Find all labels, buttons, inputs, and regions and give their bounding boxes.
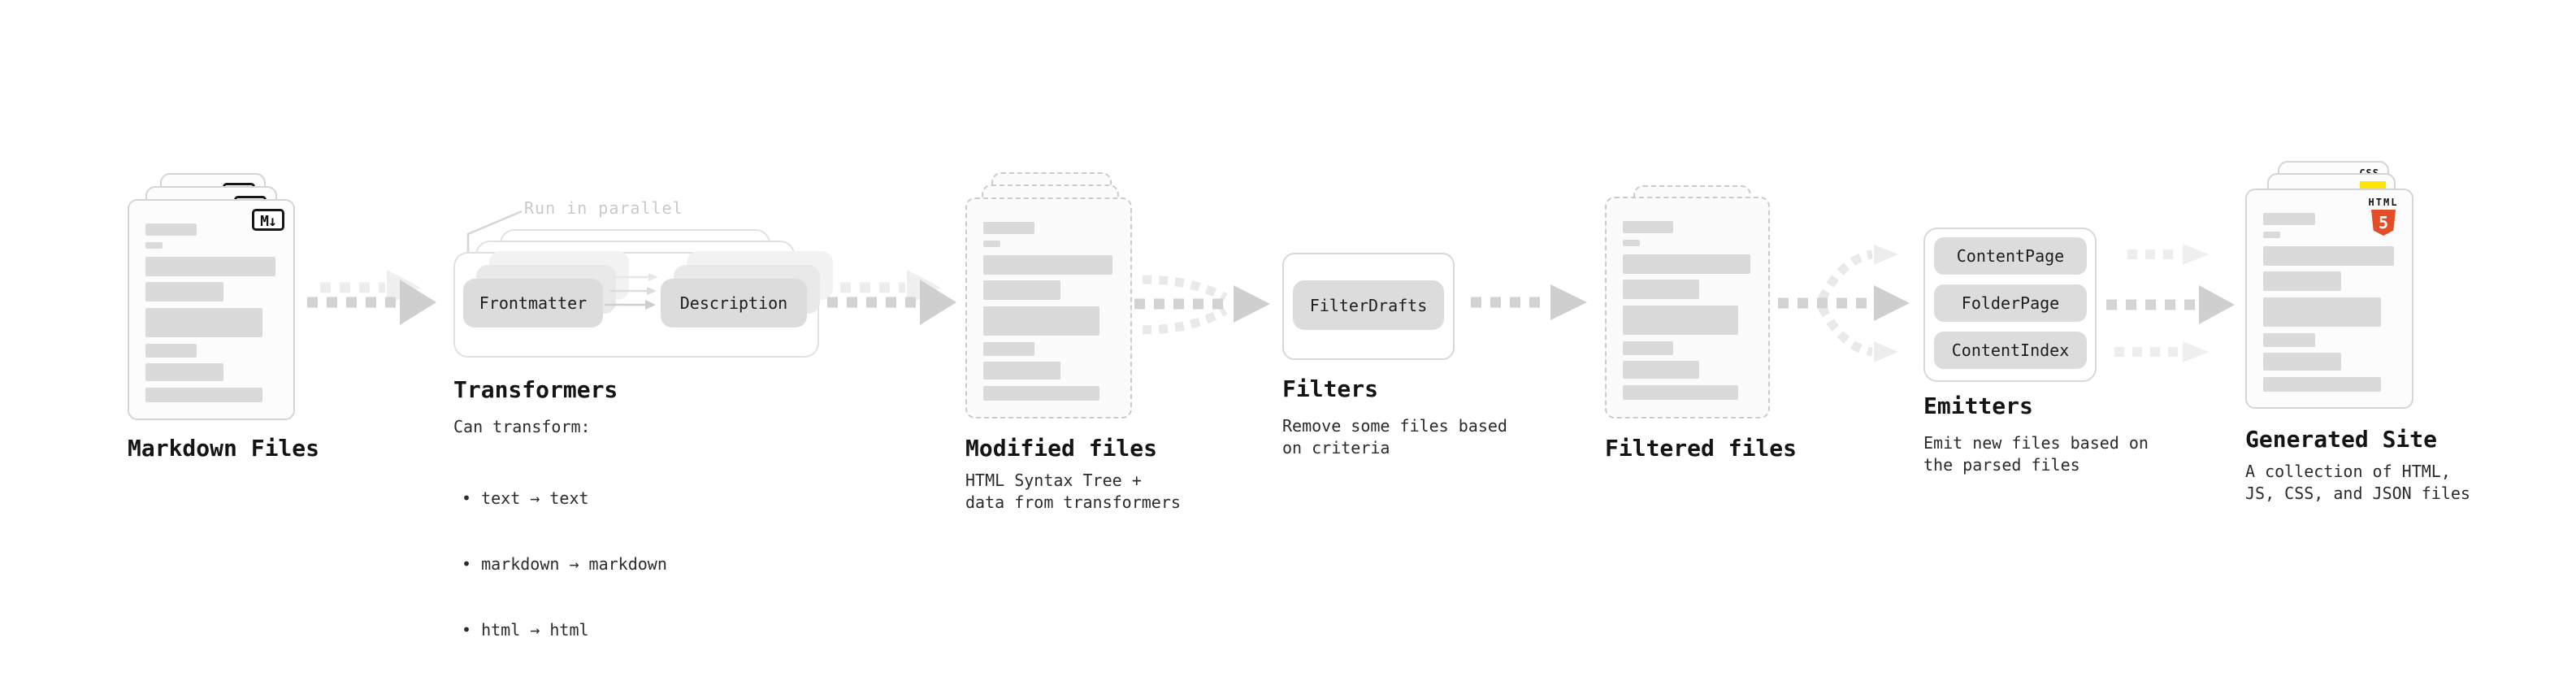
converge-arrow [1134, 275, 1270, 335]
text-line-bar [2263, 333, 2315, 347]
text-line-bar [145, 363, 223, 381]
pill-folderpage: FolderPage [1934, 284, 2087, 322]
bullet-item: • text → text [462, 488, 589, 508]
html5-shield: 5 [2371, 210, 2396, 236]
text-line-bar [983, 342, 1034, 356]
text-line-bar [2263, 232, 2281, 238]
placeholder-text-lines [145, 223, 277, 409]
bullet-item: • html → html [462, 620, 589, 640]
text-line-bar [983, 280, 1060, 300]
document-card: M↓ [128, 199, 295, 420]
text-line-bar [983, 255, 1113, 275]
text-line-bar [2263, 271, 2342, 291]
stage-title: Filtered files [1605, 435, 1798, 462]
transform-bullet-list: • text → text • markdown → markdown • ht… [462, 444, 667, 681]
text-line-bar [145, 223, 197, 236]
document-card [965, 197, 1132, 419]
text-line-bar [1623, 341, 1673, 355]
text-line-bar [983, 241, 1000, 247]
pill-frontmatter: Frontmatter [463, 279, 603, 327]
pill-filterdrafts: FilterDrafts [1293, 280, 1444, 330]
stage-title: Filters [1282, 375, 1379, 402]
text-line-bar [1623, 221, 1673, 233]
placeholder-text-lines [1623, 221, 1752, 406]
text-line-bar [2263, 213, 2315, 225]
placeholder-text-lines [2263, 213, 2396, 398]
text-line-bar [145, 257, 276, 276]
text-line-bar [983, 306, 1100, 336]
bullet-item: • markdown → markdown [462, 554, 667, 574]
text-line-bar [983, 222, 1034, 234]
text-line-bar [145, 388, 263, 402]
filtered-files-stack: Filtered files [1605, 185, 1797, 462]
modified-files-stack: Modified files HTML Syntax Tree + data f… [965, 172, 1181, 512]
run-in-parallel-annotation: Run in parallel [524, 198, 683, 218]
placeholder-text-lines [983, 222, 1114, 407]
flow-arrow-dashed [307, 270, 436, 325]
markdown-icon: M↓ [252, 209, 284, 231]
text-line-bar [145, 308, 263, 337]
text-line-bar [983, 386, 1100, 401]
text-line-bar [983, 362, 1060, 380]
stage-title: Markdown Files [128, 435, 320, 462]
stage-subtitle: Emit new files based on the parsed files [1923, 433, 2149, 475]
text-line-bar [1623, 361, 1699, 379]
text-line-bar [1623, 306, 1738, 335]
stage-subtitle: HTML Syntax Tree + data from transformer… [965, 471, 1181, 512]
pill-description: Description [661, 279, 807, 327]
document-card: HTML 5 [2245, 189, 2413, 409]
text-line-bar [1623, 385, 1738, 400]
html5-wordmark: HTML [2368, 197, 2399, 208]
stage-title: Emitters [1923, 393, 2033, 419]
text-line-bar [2263, 377, 2382, 392]
text-line-bar [145, 242, 163, 249]
text-line-bar [2263, 353, 2342, 371]
text-line-bar [1623, 240, 1640, 246]
stage-title: Modified files [965, 435, 1158, 462]
parallel-arrows [2106, 244, 2235, 362]
filters-box: FilterDrafts Filters Remove some files b… [1282, 253, 1507, 458]
pill-contentindex: ContentIndex [1934, 332, 2087, 369]
text-line-bar [145, 344, 197, 358]
generated-site-stack: CSS HTML 5 Generated Site A collection o… [2245, 161, 2470, 503]
text-line-bar [2263, 246, 2395, 266]
fanout-arrow [1778, 245, 1910, 362]
stage-title: Transformers [453, 376, 618, 403]
pill-contentpage: ContentPage [1934, 237, 2087, 275]
stage-title: Generated Site [2245, 426, 2438, 453]
text-line-bar [145, 282, 223, 301]
flow-arrow-dashed [827, 270, 956, 325]
markdown-files-stack: M↓ M↓ M↓ Markdown Files [128, 173, 319, 462]
text-line-bar [2263, 297, 2382, 327]
document-card [1605, 197, 1770, 419]
flow-arrow-dashed [1471, 284, 1587, 320]
html5-icon: HTML 5 [2365, 197, 2402, 236]
text-line-bar [1623, 254, 1751, 274]
stage-subtitle: Can transform: [453, 417, 591, 436]
text-line-bar [1623, 280, 1699, 299]
emitters-box: ContentPage FolderPage ContentIndex Emit… [1923, 228, 2149, 475]
stage-subtitle: A collection of HTML, JS, CSS, and JSON … [2245, 462, 2470, 503]
transformers-cluster: Run in parallel Frontmatter Description … [453, 198, 833, 640]
stage-subtitle: Remove some files based on criteria [1282, 416, 1507, 458]
